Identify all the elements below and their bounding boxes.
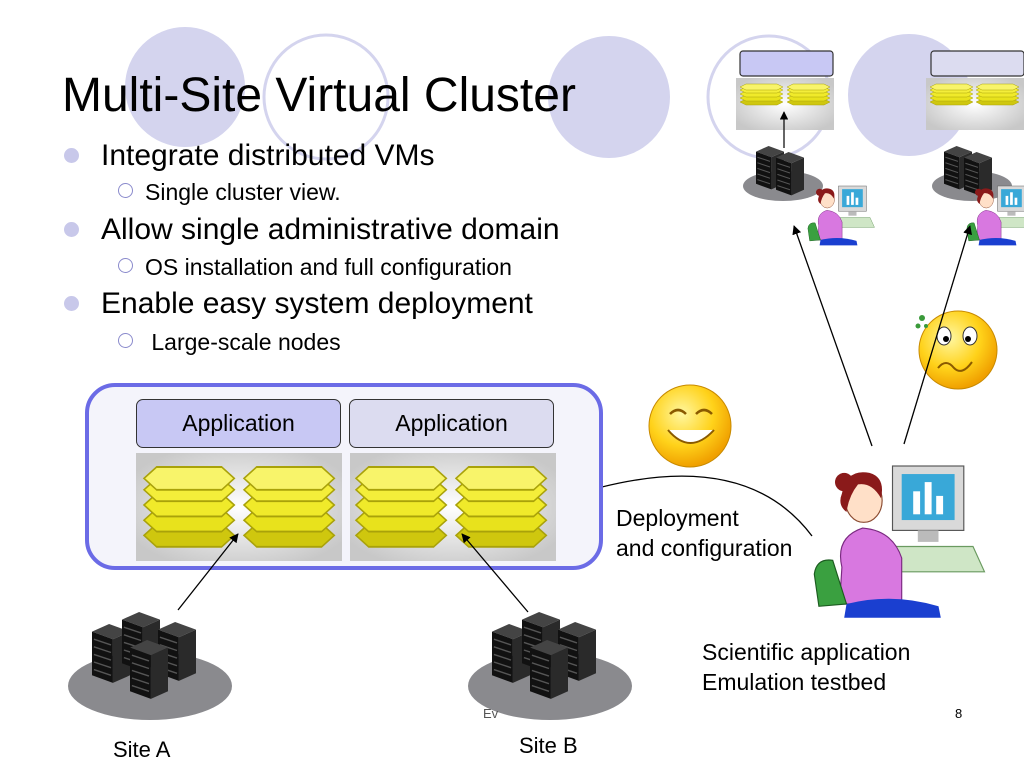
site-a-label: Site A [113,737,171,762]
mini-app-box-right [930,50,1024,77]
bullet-dot [64,148,79,163]
bullet-3-text: Enable easy system deployment [101,287,533,320]
bullet-1-sub: Single cluster view. [145,179,341,205]
vm-stacks [136,453,556,561]
bullet-2-text: Allow single administrative domain [101,213,560,246]
bullet-3-sub: Large-scale nodes [145,329,341,355]
scientific-label-line1: Scientific application [702,639,911,665]
deployment-label-line2: and configuration [616,535,793,561]
mini-vm-right [926,78,1024,130]
bullet-dot [64,222,79,237]
mini-vm-left [736,78,834,130]
bullet-2-sub: OS installation and full configuration [145,254,512,280]
deployment-label-line1: Deployment [616,505,739,531]
bullet-dot [64,296,79,311]
smiling-face-icon [648,384,732,468]
site-b-label: Site B [519,733,578,758]
sub-bullet-ring [118,258,133,273]
site-b-server-icon [468,611,632,720]
sub-bullet-ring [118,333,133,348]
site-a-server-icon [68,611,232,720]
mini-server-left [743,145,823,201]
page-title: Multi-Site Virtual Cluster [62,69,576,122]
application-box-2: Application [349,399,554,448]
footer-text: Ev [483,706,499,721]
bullet-1-text: Integrate distributed VMs [101,139,435,172]
sub-bullet-ring [118,183,133,198]
page-number: 8 [955,706,963,721]
application-box-1: Application [136,399,341,448]
scientific-label-line2: Emulation testbed [702,669,887,695]
mini-app-box-left [739,50,834,77]
